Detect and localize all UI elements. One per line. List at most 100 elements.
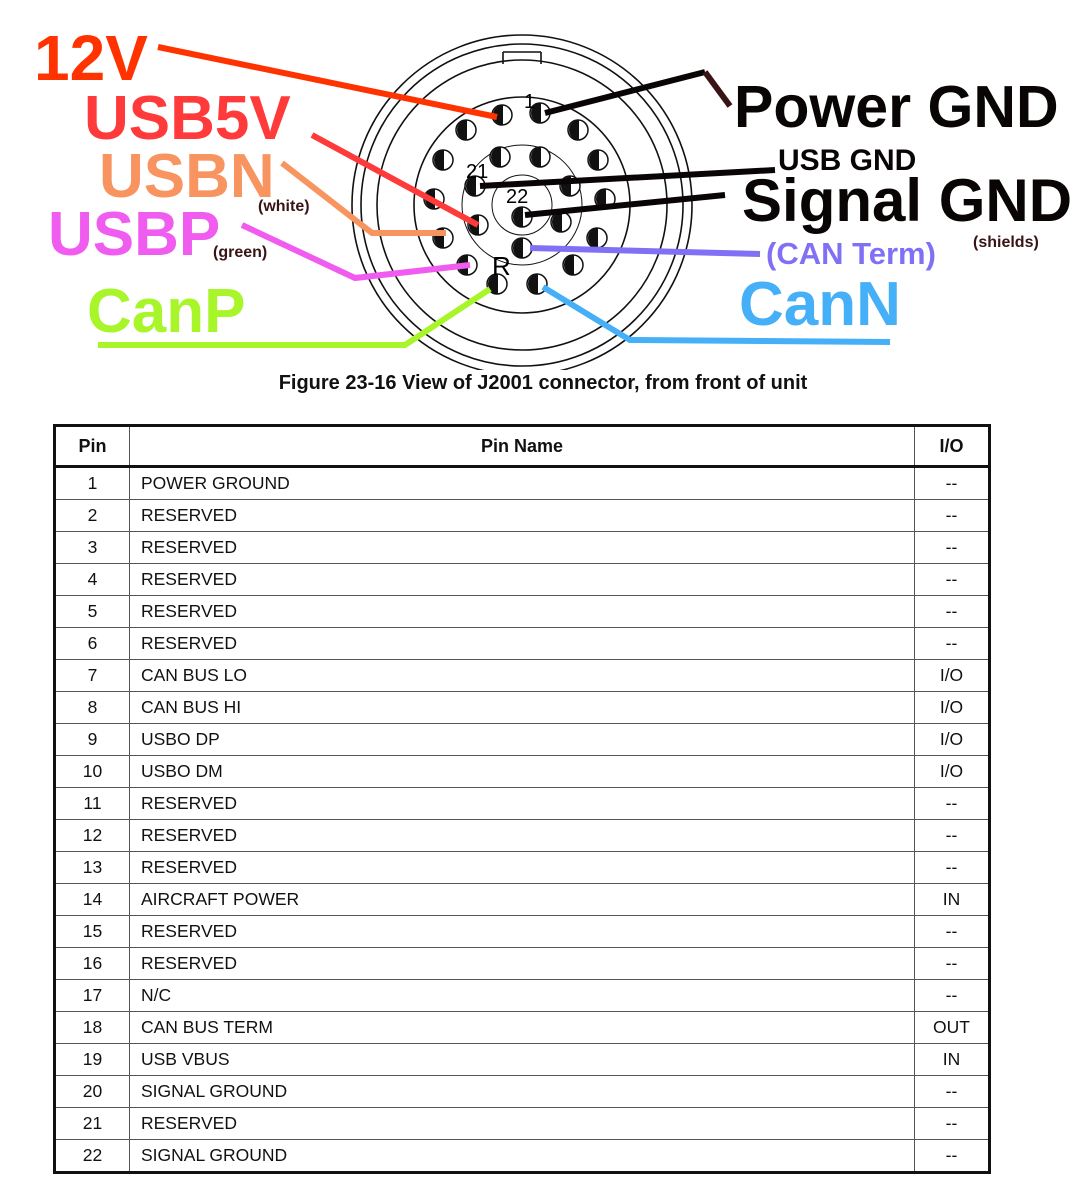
pin-name-cell: USB VBUS [129,1043,915,1076]
pin-cell: 11 [54,787,130,820]
connector-diagram: 1 21 22 R 12V USB5V USBN (white) USBP (g… [34,22,1072,370]
pin-name-cell: RESERVED [129,851,915,884]
io-cell: I/O [914,659,990,692]
label-usb5v: USB5V [84,84,291,153]
pin-name-cell: CAN BUS HI [129,691,915,724]
io-cell: I/O [914,691,990,724]
pin-name-cell: USBO DM [129,755,915,788]
wire-usbn [280,160,446,236]
wire-canp [98,286,492,348]
pin-socket [489,146,511,168]
io-cell: -- [914,531,990,564]
io-cell: IN [914,883,990,916]
io-cell: -- [914,915,990,948]
pin-cell: 15 [54,915,130,948]
wire-signal-gnd [524,192,726,218]
label-power-gnd: Power GND [734,74,1059,140]
pin-name-cell: AIRCRAFT POWER [129,883,915,916]
io-cell: -- [914,787,990,820]
pin-cell: 21 [54,1107,130,1140]
column-header-pin: Pin [54,425,130,468]
pin-socket [550,211,572,233]
pin-name-cell: RESERVED [129,563,915,596]
pin-name-cell: RESERVED [129,1107,915,1140]
pin-cell: 7 [54,659,130,692]
io-cell: -- [945,1145,958,1165]
io-cell: OUT [914,1011,990,1044]
pin-cell: 8 [54,691,130,724]
pin-name-cell: RESERVED [129,819,915,852]
pin-socket [529,146,551,168]
pin-cell: 9 [54,723,130,756]
figure-caption: Figure 23-16 View of J2001 connector, fr… [278,372,808,394]
column-header-io: I/O [914,425,990,468]
label-cann: CanN [739,270,901,339]
wire-power-gnd [544,69,706,116]
pin-cell: 22 [54,1139,130,1173]
wires [98,44,891,348]
pin-22-number: 22 [506,186,528,208]
pin-socket [511,237,533,259]
label-usbp: USBP [48,200,220,269]
io-cell: -- [914,947,990,980]
pin-cell: 18 [54,1011,130,1044]
pin-name-cell: RESERVED [129,499,915,532]
pin-name-cell: USBO DP [129,723,915,756]
wire-power-gnd-tail [702,70,733,108]
pin-name-cell: CAN BUS LO [129,659,915,692]
pin-cell: 14 [54,883,130,916]
pin-socket [587,149,609,171]
pin-name-cell: RESERVED [129,627,915,660]
io-cell: -- [914,979,990,1012]
label-12v: 12V [34,22,148,94]
pin-socket [586,227,608,249]
label-signal-gnd-note: (shields) [973,234,1039,251]
pin-1-number: 1 [524,91,535,113]
pin-name-cell: CAN BUS TERM [129,1011,915,1044]
table-header-row: Pin Pin Name I/O [54,425,990,468]
wire-usb5v [310,132,480,228]
pin-cell: 10 [54,755,130,788]
wire-usb-gnd [479,167,776,189]
io-cell: -- [914,595,990,628]
io-cell: -- [914,499,990,532]
pin-cell: 12 [54,819,130,852]
pin-name-cell: SIGNAL GROUND [129,1075,915,1108]
label-usb-gnd: USB GND [778,144,916,177]
column-header-pin-name: Pin Name [129,425,915,468]
io-cell: -- [914,851,990,884]
pin-name-cell: POWER GROUND [129,466,915,500]
io-cell: -- [914,819,990,852]
pin-cell: 13 [54,851,130,884]
io-cell: -- [914,563,990,596]
io-cell: IN [914,1043,990,1076]
pin-socket [464,175,486,197]
pin-21-number: 21 [466,161,488,183]
pin-socket [567,119,589,141]
io-cell: I/O [914,723,990,756]
pin-socket [455,119,477,141]
pin-name-cell: N/C [129,979,915,1012]
wire-can-term [529,245,761,257]
pin-name-cell: RESERVED [129,595,915,628]
io-cell: -- [914,1107,990,1140]
pin-cell: 6 [54,627,130,660]
io-cell: -- [914,1075,990,1108]
pin-socket [486,273,508,295]
pin-cell: 1 [54,466,130,500]
